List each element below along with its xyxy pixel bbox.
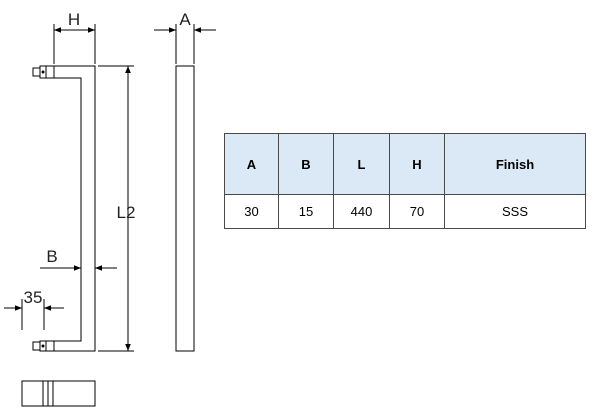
dimension-label-h: H: [68, 10, 80, 29]
handle-end-view: [21, 380, 96, 407]
cell-a: 30: [224, 194, 279, 229]
dimension-offset: [4, 299, 64, 330]
table-row: 30 15 440 70 SSS: [224, 194, 586, 229]
dimension-label-l2: L2: [117, 203, 136, 222]
dimension-h: [53, 24, 96, 64]
cell-l: 440: [333, 194, 390, 229]
column-header-a: A: [224, 133, 279, 195]
dimension-label-b: B: [46, 247, 57, 266]
fixing-screw-icon: [41, 70, 45, 74]
dimension-a: [154, 24, 216, 64]
fixing-screw-icon: [41, 344, 45, 348]
table-header-row: A B L H Finish: [224, 133, 586, 195]
handle-front-view: [175, 65, 195, 352]
cell-finish: SSS: [444, 194, 586, 229]
column-header-h: H: [389, 133, 445, 195]
dimension-l2: [98, 65, 134, 352]
column-header-l: L: [333, 133, 390, 195]
specification-table: A B L H Finish 30 15 440 70 SSS: [224, 133, 586, 229]
handle-side-view: [32, 65, 96, 352]
dimension-label-a: A: [179, 10, 191, 29]
column-header-finish: Finish: [444, 133, 586, 195]
dimension-label-offset: 35: [24, 288, 43, 307]
cell-b: 15: [278, 194, 334, 229]
cell-h: 70: [389, 194, 445, 229]
column-header-b: B: [278, 133, 334, 195]
